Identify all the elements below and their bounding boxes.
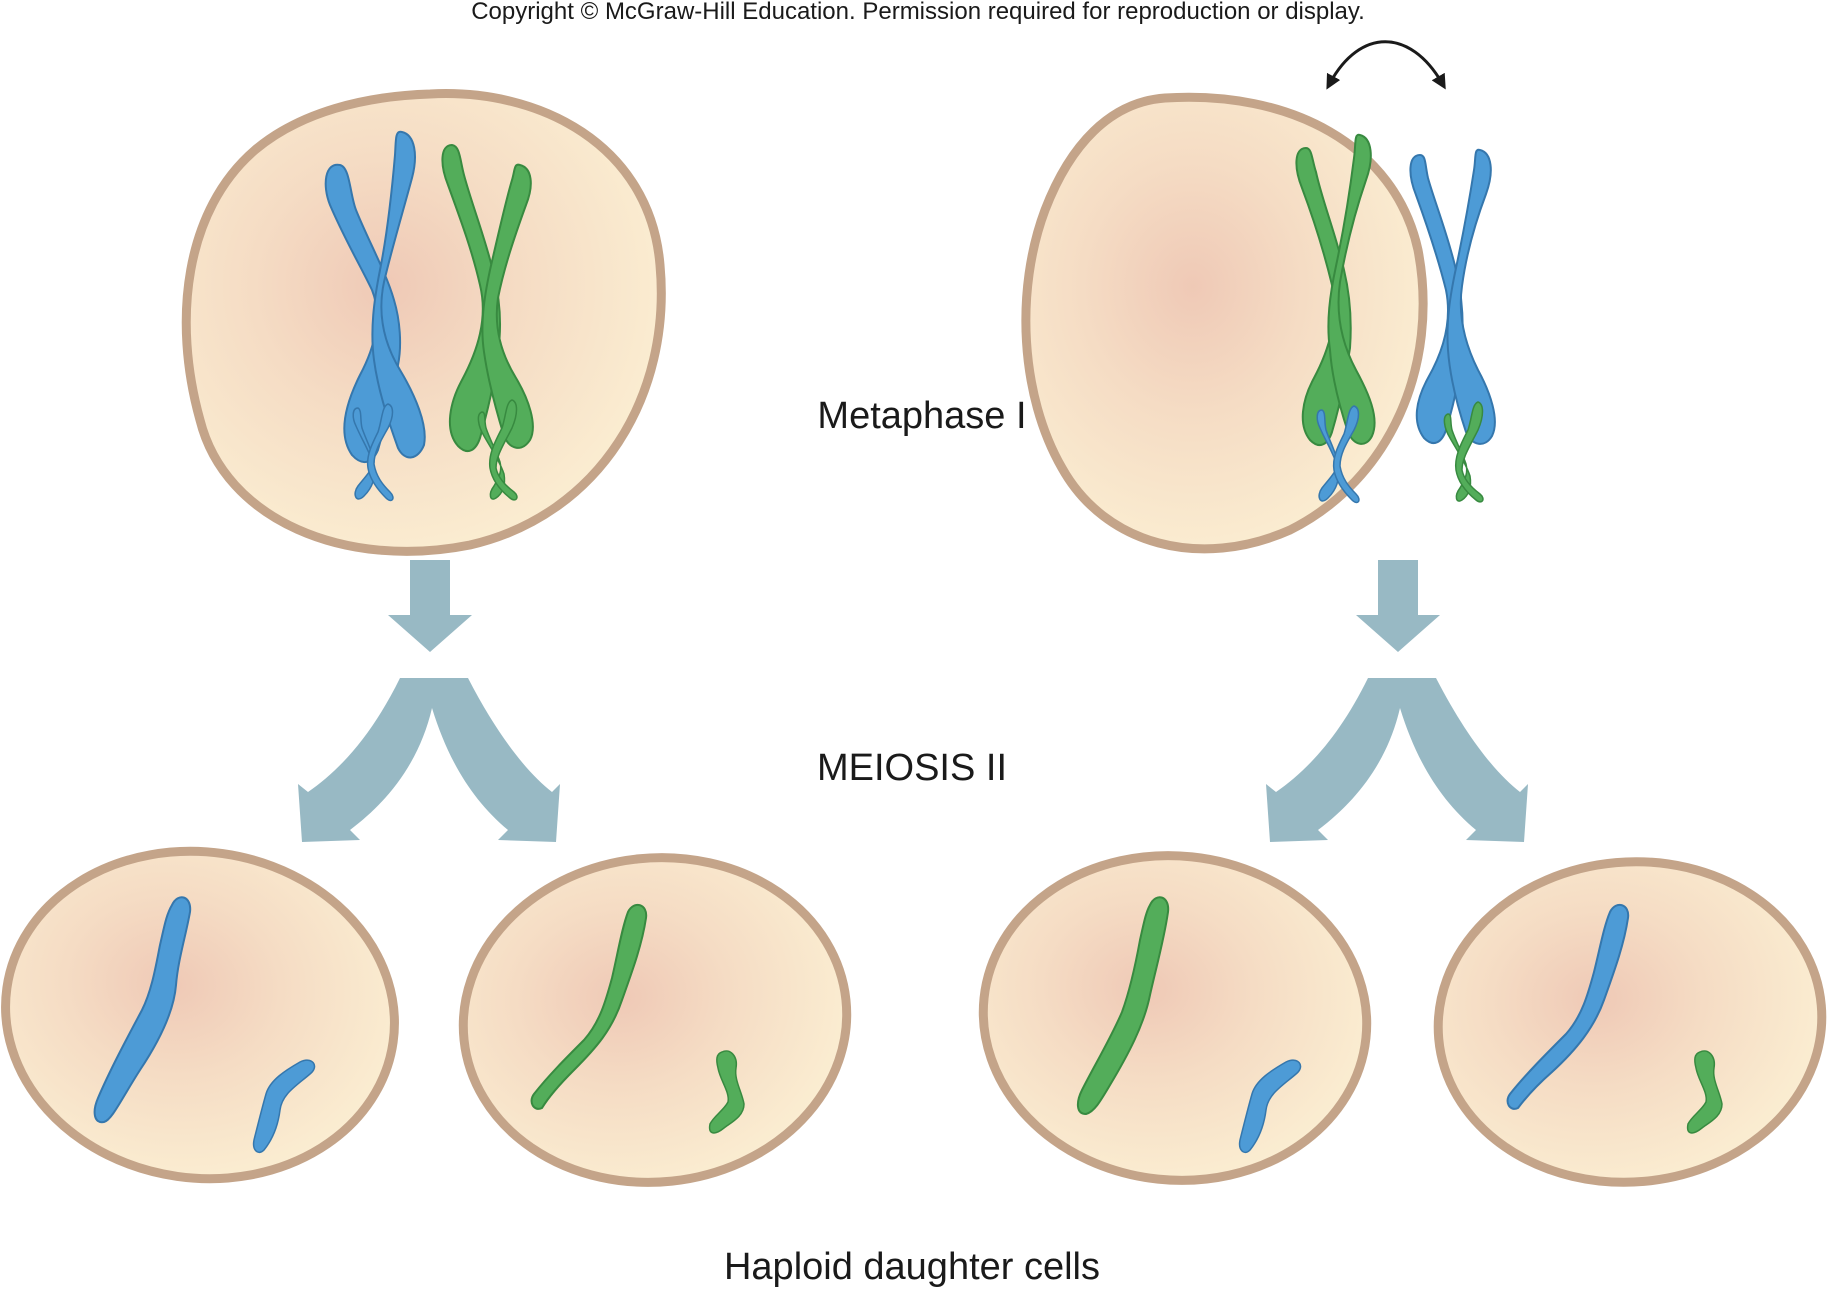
small-chromosome-green	[1443, 401, 1484, 503]
down-arrow-icon	[388, 560, 472, 652]
large-chromosome-green	[1295, 133, 1376, 447]
small-chromosome-blue	[352, 403, 394, 502]
metaphase-label: Metaphase I	[817, 395, 1026, 437]
small-chromosome-green	[1686, 1050, 1723, 1134]
down-arrow-icon	[1356, 560, 1440, 652]
large-chromosome-blue	[324, 130, 426, 463]
small-chromosome-blue	[1238, 1059, 1302, 1154]
split-arrow-right	[1266, 678, 1528, 842]
copyright-notice: Copyright © McGraw-Hill Education. Permi…	[471, 0, 1365, 25]
split-arrow-left	[298, 678, 560, 842]
large-chromosome-blue	[1409, 148, 1496, 445]
metaphase-cell-right	[1021, 92, 1496, 554]
daughter-cell-2	[458, 853, 852, 1187]
daughter-cell-3	[978, 851, 1372, 1185]
small-chromosome-blue	[1316, 405, 1360, 504]
large-chromosome-green	[530, 903, 648, 1110]
daughter-cells-label: Haploid daughter cells	[724, 1246, 1100, 1288]
double-headed-curved-arrow-icon	[1326, 40, 1446, 90]
meiosis-label: MEIOSIS II	[817, 747, 1007, 789]
small-chromosome-green	[477, 399, 518, 501]
large-chromosome-green	[441, 143, 534, 453]
small-chromosome-blue	[252, 1059, 316, 1154]
large-chromosome-blue	[1506, 903, 1630, 1110]
daughter-cell-1	[1, 846, 399, 1184]
large-chromosome-blue	[93, 896, 192, 1124]
large-chromosome-green	[1076, 896, 1170, 1116]
small-chromosome-green	[708, 1050, 745, 1134]
daughter-cell-4	[1433, 857, 1827, 1187]
metaphase-cell-left	[181, 89, 666, 556]
